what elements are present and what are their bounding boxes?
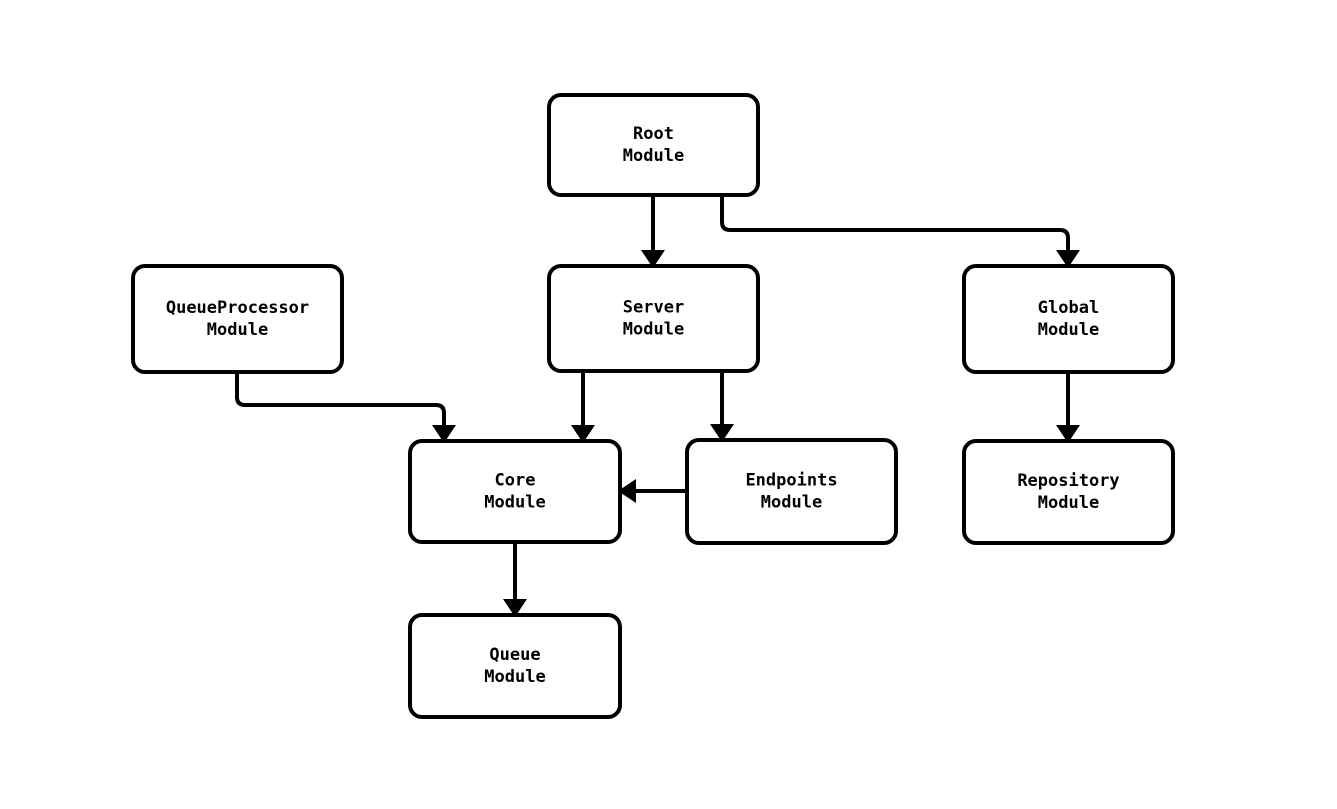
node-core-module-label-line2: Module (484, 493, 545, 513)
node-queueprocessor-module[interactable]: QueueProcessor Module (131, 264, 344, 374)
node-root-module-label-line2: Module (623, 146, 684, 166)
arrowhead-queueprocessor-to-core (432, 425, 456, 443)
node-server-module-label-line1: Server (623, 298, 684, 318)
node-core-module-label-line1: Core (495, 471, 536, 491)
node-root-module-box[interactable] (547, 93, 760, 197)
node-core-module-box[interactable] (408, 439, 622, 544)
node-global-module-box[interactable] (962, 264, 1175, 374)
arrowhead-global-to-repository (1056, 425, 1080, 443)
node-global-module-label-line1: Global (1038, 298, 1099, 318)
arrowhead-endpoints-to-core (618, 479, 636, 503)
node-queue-module[interactable]: Queue Module (408, 613, 622, 719)
node-endpoints-module-box[interactable] (685, 438, 898, 545)
node-core-module[interactable]: Core Module (408, 439, 622, 544)
node-repository-module-box[interactable] (962, 439, 1175, 545)
node-server-module-label-line2: Module (623, 320, 684, 340)
node-repository-module-label-line1: Repository (1017, 471, 1119, 491)
arrowhead-root-to-server (641, 250, 665, 268)
node-endpoints-module-label-line1: Endpoints (745, 471, 837, 491)
arrowhead-server-to-core (571, 425, 595, 443)
arrowheads-layer (432, 250, 1080, 617)
node-server-module[interactable]: Server Module (547, 264, 760, 373)
node-repository-module[interactable]: Repository Module (962, 439, 1175, 545)
arrowhead-server-to-endpoints (710, 424, 734, 442)
arrowhead-core-to-queue (503, 599, 527, 617)
node-queueprocessor-module-box[interactable] (131, 264, 344, 374)
edges-layer (235, 195, 1070, 601)
node-repository-module-label-line2: Module (1038, 493, 1099, 513)
node-queueprocessor-module-label-line2: Module (207, 320, 268, 340)
edge-root-to-global (720, 195, 1070, 252)
arrowhead-root-to-global (1056, 250, 1080, 268)
node-queue-module-label-line1: Queue (489, 645, 540, 665)
node-global-module-label-line2: Module (1038, 320, 1099, 340)
node-queue-module-label-line2: Module (484, 667, 545, 687)
node-queueprocessor-module-label-line1: QueueProcessor (166, 298, 309, 318)
node-endpoints-module[interactable]: Endpoints Module (685, 438, 898, 545)
node-global-module[interactable]: Global Module (962, 264, 1175, 374)
node-endpoints-module-label-line2: Module (761, 493, 822, 513)
node-queue-module-box[interactable] (408, 613, 622, 719)
edge-queueprocessor-to-core (235, 372, 446, 427)
node-root-module[interactable]: Root Module (547, 93, 760, 197)
node-server-module-box[interactable] (547, 264, 760, 373)
node-root-module-label-line1: Root (633, 124, 674, 144)
